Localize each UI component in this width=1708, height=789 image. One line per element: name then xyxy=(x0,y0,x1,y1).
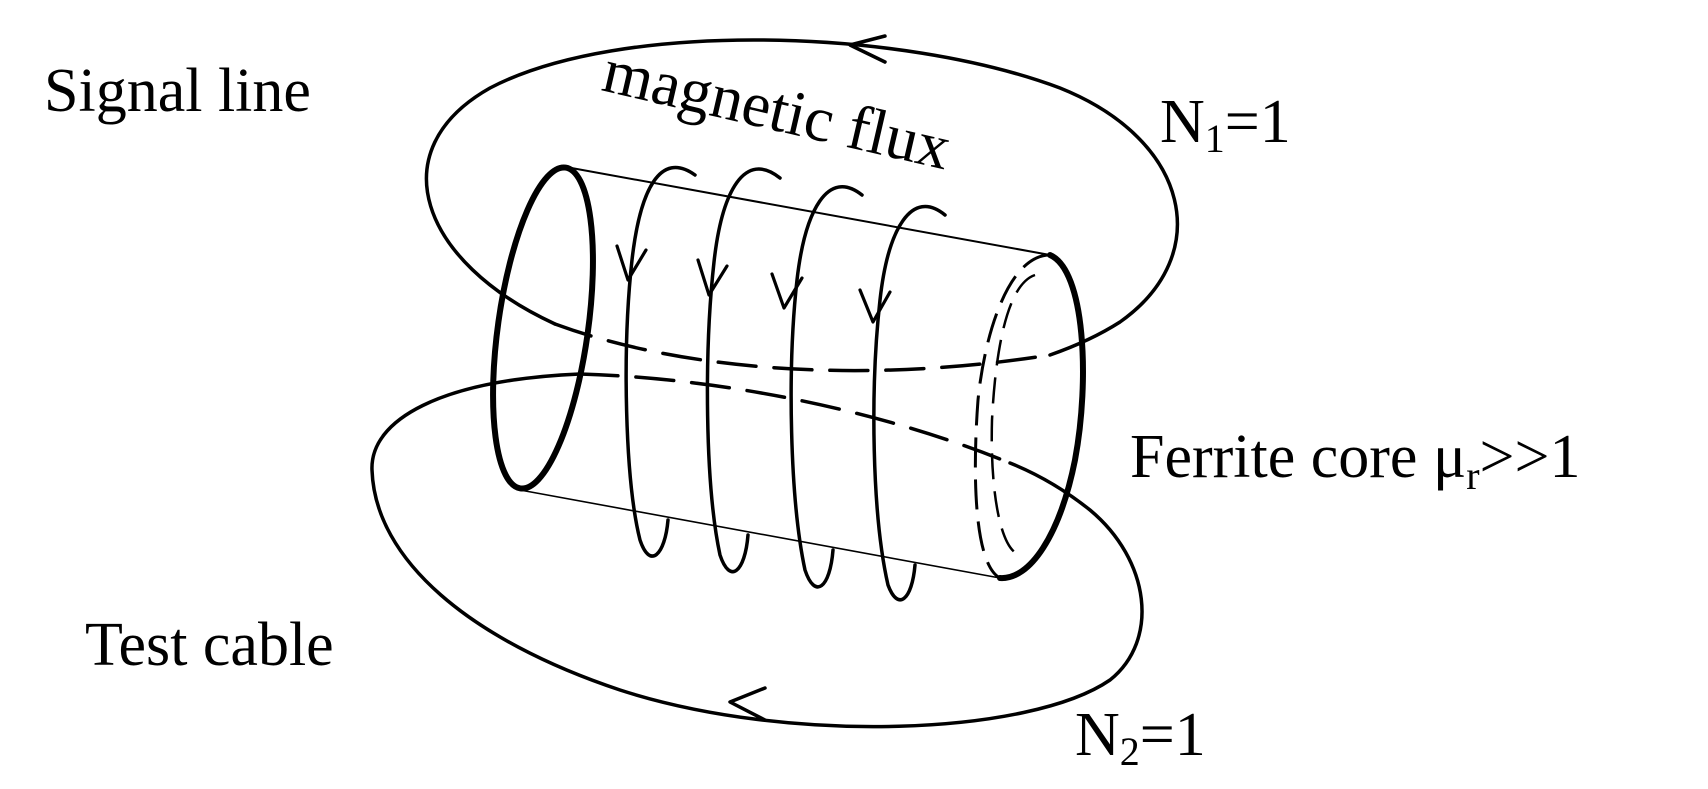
flux-loop-4 xyxy=(872,204,947,602)
test-loop-front-arc xyxy=(370,372,1144,729)
n2-value: =1 xyxy=(1140,701,1206,769)
signal-loop-back-arc xyxy=(424,38,1180,357)
ferrite-core-subscript: r xyxy=(1466,453,1479,498)
magnetic-flux-label: magnetic flux xyxy=(597,34,958,183)
ferrite-core-ratio: >>1 xyxy=(1480,423,1581,491)
magnetic-flux-lines xyxy=(624,165,947,602)
n2-label: N2=1 xyxy=(1075,701,1206,774)
core-bottom-edge xyxy=(519,489,1001,579)
flux-loop-1 xyxy=(624,165,697,558)
flux-loop-3 xyxy=(789,185,864,589)
flux-arrow-1 xyxy=(615,244,648,282)
signal-loop-hidden-arc xyxy=(553,322,1052,373)
core-right-inner-rim xyxy=(990,273,1036,557)
core-top-edge xyxy=(565,166,1051,256)
ferrite-core-text: Ferrite core μ xyxy=(1130,423,1466,491)
n1-subscript: 1 xyxy=(1205,116,1225,161)
n1-value: =1 xyxy=(1225,88,1291,156)
signal-loop-arrow xyxy=(848,34,887,64)
core-right-end-hidden xyxy=(973,253,1051,580)
n1-base: N xyxy=(1160,88,1205,156)
flux-arrow-3 xyxy=(770,272,804,310)
n2-base: N xyxy=(1075,701,1120,769)
test-cable-loop xyxy=(370,372,1144,729)
test-loop-hidden-arc xyxy=(578,372,1012,465)
flux-arrow-4 xyxy=(858,288,892,324)
signal-line-label: Signal line xyxy=(44,57,311,125)
test-cable-label: Test cable xyxy=(85,611,334,679)
ferrite-core-label: Ferrite core μr>>1 xyxy=(1130,423,1580,498)
core-right-end-front xyxy=(997,252,1086,582)
flux-loop-2 xyxy=(705,167,782,574)
flux-arrow-2 xyxy=(696,258,729,297)
n1-label: N1=1 xyxy=(1160,88,1291,161)
n2-subscript: 2 xyxy=(1120,729,1140,774)
core-left-end xyxy=(490,164,596,492)
flux-arrows xyxy=(615,244,892,324)
signal-line-loop xyxy=(424,38,1180,373)
test-loop-arrow xyxy=(728,686,767,722)
ferrite-core xyxy=(490,164,1086,582)
